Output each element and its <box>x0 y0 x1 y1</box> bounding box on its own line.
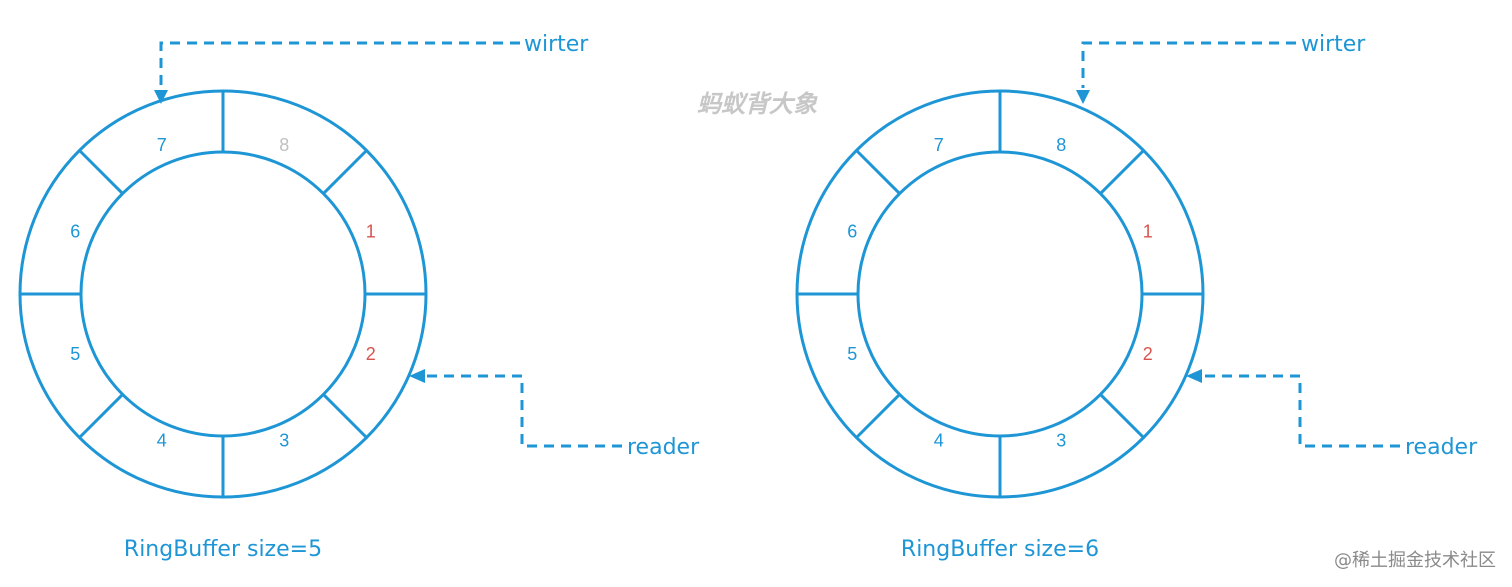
ringbuffer-diagram-1: 7 8 1 2 3 4 5 6 wirter reader RingBuffer… <box>18 32 700 562</box>
watermark-text: 蚂蚁背大象 <box>697 90 818 118</box>
reader-label: reader <box>627 435 700 460</box>
slot-label-6: 6 <box>70 222 80 242</box>
reader-arrow-icon <box>1186 369 1202 383</box>
reader-pointer-1: reader <box>409 369 700 460</box>
slot-label-3: 3 <box>1056 431 1066 451</box>
writer-arrow-icon <box>154 90 168 104</box>
reader-label: reader <box>1405 435 1478 460</box>
writer-dashed-line <box>159 41 520 88</box>
slot-divider <box>322 393 368 439</box>
writer-pointer-2: wirter <box>1076 32 1366 104</box>
slot-labels-1: 7 8 1 2 3 4 5 6 <box>70 135 376 451</box>
inner-circle <box>79 150 367 438</box>
slot-divider <box>855 149 901 195</box>
ringbuffer-diagram-2: 7 8 1 2 3 4 5 6 wirter reader RingBuffer… <box>795 32 1478 562</box>
reader-arrow-icon <box>409 369 425 383</box>
slot-label-3: 3 <box>279 431 289 451</box>
ring-2 <box>795 89 1205 499</box>
slot-label-4: 4 <box>934 431 944 451</box>
writer-label: wirter <box>1301 32 1366 57</box>
slot-label-6: 6 <box>847 222 857 242</box>
slot-label-2: 2 <box>366 344 376 364</box>
slot-label-8: 8 <box>1056 135 1066 155</box>
slot-label-1: 1 <box>366 222 376 242</box>
slot-dividers <box>20 91 426 497</box>
slot-label-1: 1 <box>1143 222 1153 242</box>
slot-divider <box>78 393 124 439</box>
slot-dividers <box>797 91 1203 497</box>
diagram-caption: RingBuffer size=6 <box>901 537 1099 562</box>
slot-divider <box>78 149 124 195</box>
slot-label-8: 8 <box>279 135 289 155</box>
ring-1 <box>18 89 428 499</box>
reader-pointer-2: reader <box>1186 369 1478 460</box>
writer-label: wirter <box>524 32 589 57</box>
slot-label-7: 7 <box>934 135 944 155</box>
reader-dashed-line <box>1203 374 1400 448</box>
writer-pointer-1: wirter <box>154 32 589 104</box>
slot-label-5: 5 <box>847 344 857 364</box>
slot-label-4: 4 <box>157 431 167 451</box>
diagram-caption: RingBuffer size=5 <box>124 537 322 562</box>
slot-label-2: 2 <box>1143 344 1153 364</box>
inner-circle <box>856 150 1144 438</box>
writer-arrow-icon <box>1076 90 1090 104</box>
slot-label-5: 5 <box>70 344 80 364</box>
slot-labels-2: 7 8 1 2 3 4 5 6 <box>847 135 1153 451</box>
slot-divider <box>855 393 901 439</box>
footer-text: @稀土掘金技术社区 <box>1334 550 1496 571</box>
slot-divider <box>1099 393 1145 439</box>
writer-dashed-line <box>1081 41 1296 88</box>
slot-divider <box>322 149 368 195</box>
slot-label-7: 7 <box>157 135 167 155</box>
slot-divider <box>1099 149 1145 195</box>
reader-dashed-line <box>426 374 622 448</box>
